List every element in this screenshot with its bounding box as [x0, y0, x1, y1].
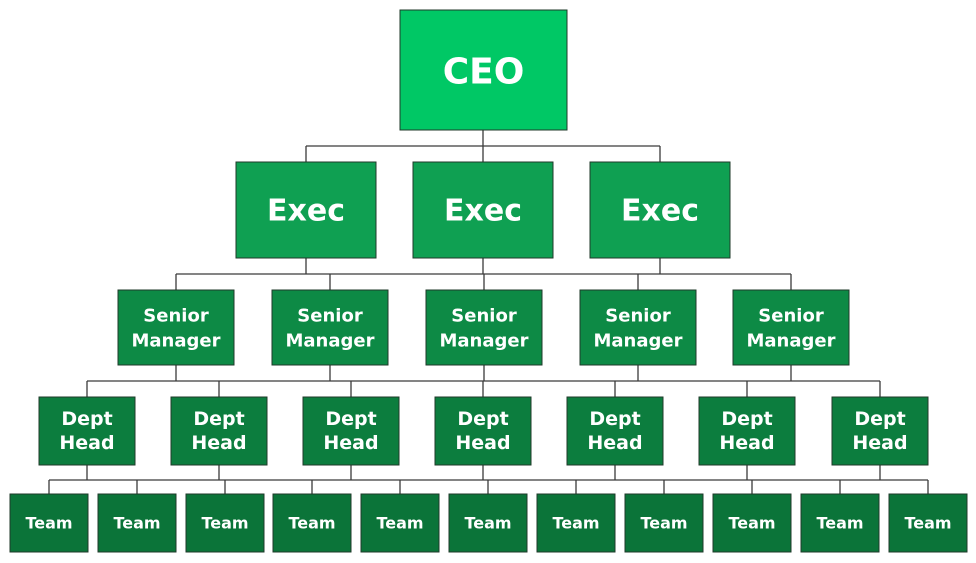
ceo-label: CEO — [443, 52, 525, 93]
team-node: Team — [536, 493, 616, 553]
team-label: Team — [376, 514, 423, 533]
dept-head-label-line2: Head — [191, 432, 246, 454]
senior-manager-node: Senior Manager — [579, 289, 697, 366]
dept-head-node: Dept Head — [831, 396, 929, 466]
team-box — [536, 493, 616, 553]
senior-manager-label-line1: Senior — [758, 306, 824, 327]
exec-node: Exec — [235, 161, 377, 259]
team-box — [272, 493, 352, 553]
team-node: Team — [888, 493, 968, 553]
dept-head-box — [170, 396, 268, 466]
senior-manager-box — [271, 289, 389, 366]
team-label: Team — [201, 514, 248, 533]
ceo-node: CEO — [399, 9, 568, 131]
team-node: Team — [448, 493, 528, 553]
team-box — [97, 493, 177, 553]
senior-manager-label-line1: Senior — [143, 306, 209, 327]
team-node: Team — [9, 493, 89, 553]
dept-head-label-line1: Dept — [61, 408, 112, 430]
exec-box — [412, 161, 554, 259]
senior-manager-label-line1: Senior — [297, 306, 363, 327]
team-label: Team — [552, 514, 599, 533]
senior-manager-label-line2: Manager — [594, 331, 683, 352]
senior-manager-label-line2: Manager — [132, 331, 221, 352]
team-label: Team — [25, 514, 72, 533]
dept-head-box — [38, 396, 136, 466]
dept-head-node: Dept Head — [434, 396, 532, 466]
dept-head-label-line1: Dept — [721, 408, 772, 430]
dept-head-label-line2: Head — [455, 432, 510, 454]
team-box — [624, 493, 704, 553]
dept-head-box — [566, 396, 664, 466]
senior-manager-box — [732, 289, 850, 366]
team-node: Team — [800, 493, 880, 553]
dept-head-node: Dept Head — [566, 396, 664, 466]
exec-box — [235, 161, 377, 259]
senior-manager-label-line1: Senior — [605, 306, 671, 327]
team-node: Team — [185, 493, 265, 553]
team-label: Team — [288, 514, 335, 533]
dept-head-label-line1: Dept — [589, 408, 640, 430]
exec-label: Exec — [267, 194, 345, 229]
senior-manager-label-line2: Manager — [440, 331, 529, 352]
senior-manager-label-line1: Senior — [451, 306, 517, 327]
senior-manager-label-line2: Manager — [286, 331, 375, 352]
team-node: Team — [624, 493, 704, 553]
team-label: Team — [464, 514, 511, 533]
dept-head-box — [434, 396, 532, 466]
team-box — [360, 493, 440, 553]
senior-manager-box — [117, 289, 235, 366]
dept-head-box — [698, 396, 796, 466]
senior-manager-node: Senior Manager — [117, 289, 235, 366]
dept-head-label-line2: Head — [852, 432, 907, 454]
exec-node: Exec — [412, 161, 554, 259]
dept-head-node: Dept Head — [698, 396, 796, 466]
team-node: Team — [360, 493, 440, 553]
team-node: Team — [712, 493, 792, 553]
team-label: Team — [816, 514, 863, 533]
dept-head-label-line1: Dept — [854, 408, 905, 430]
team-label: Team — [640, 514, 687, 533]
dept-head-box — [831, 396, 929, 466]
dept-head-node: Dept Head — [38, 396, 136, 466]
exec-label: Exec — [621, 194, 699, 229]
senior-manager-box — [425, 289, 543, 366]
exec-node: Exec — [589, 161, 731, 259]
team-box — [448, 493, 528, 553]
team-label: Team — [113, 514, 160, 533]
team-box — [888, 493, 968, 553]
dept-head-label-line1: Dept — [325, 408, 376, 430]
ceo-box — [399, 9, 568, 131]
team-node: Team — [272, 493, 352, 553]
senior-manager-node: Senior Manager — [732, 289, 850, 366]
dept-head-node: Dept Head — [302, 396, 400, 466]
team-box — [800, 493, 880, 553]
team-label: Team — [904, 514, 951, 533]
dept-head-label-line1: Dept — [457, 408, 508, 430]
senior-manager-node: Senior Manager — [271, 289, 389, 366]
exec-box — [589, 161, 731, 259]
dept-head-label-line2: Head — [323, 432, 378, 454]
team-box — [712, 493, 792, 553]
dept-head-label-line1: Dept — [193, 408, 244, 430]
senior-manager-label-line2: Manager — [747, 331, 836, 352]
team-box — [185, 493, 265, 553]
team-label: Team — [728, 514, 775, 533]
exec-label: Exec — [444, 194, 522, 229]
connector-lines — [48, 130, 929, 494]
dept-head-label-line2: Head — [719, 432, 774, 454]
dept-head-box — [302, 396, 400, 466]
dept-head-label-line2: Head — [587, 432, 642, 454]
team-box — [9, 493, 89, 553]
dept-head-label-line2: Head — [59, 432, 114, 454]
senior-manager-node: Senior Manager — [425, 289, 543, 366]
senior-manager-box — [579, 289, 697, 366]
team-node: Team — [97, 493, 177, 553]
dept-head-node: Dept Head — [170, 396, 268, 466]
